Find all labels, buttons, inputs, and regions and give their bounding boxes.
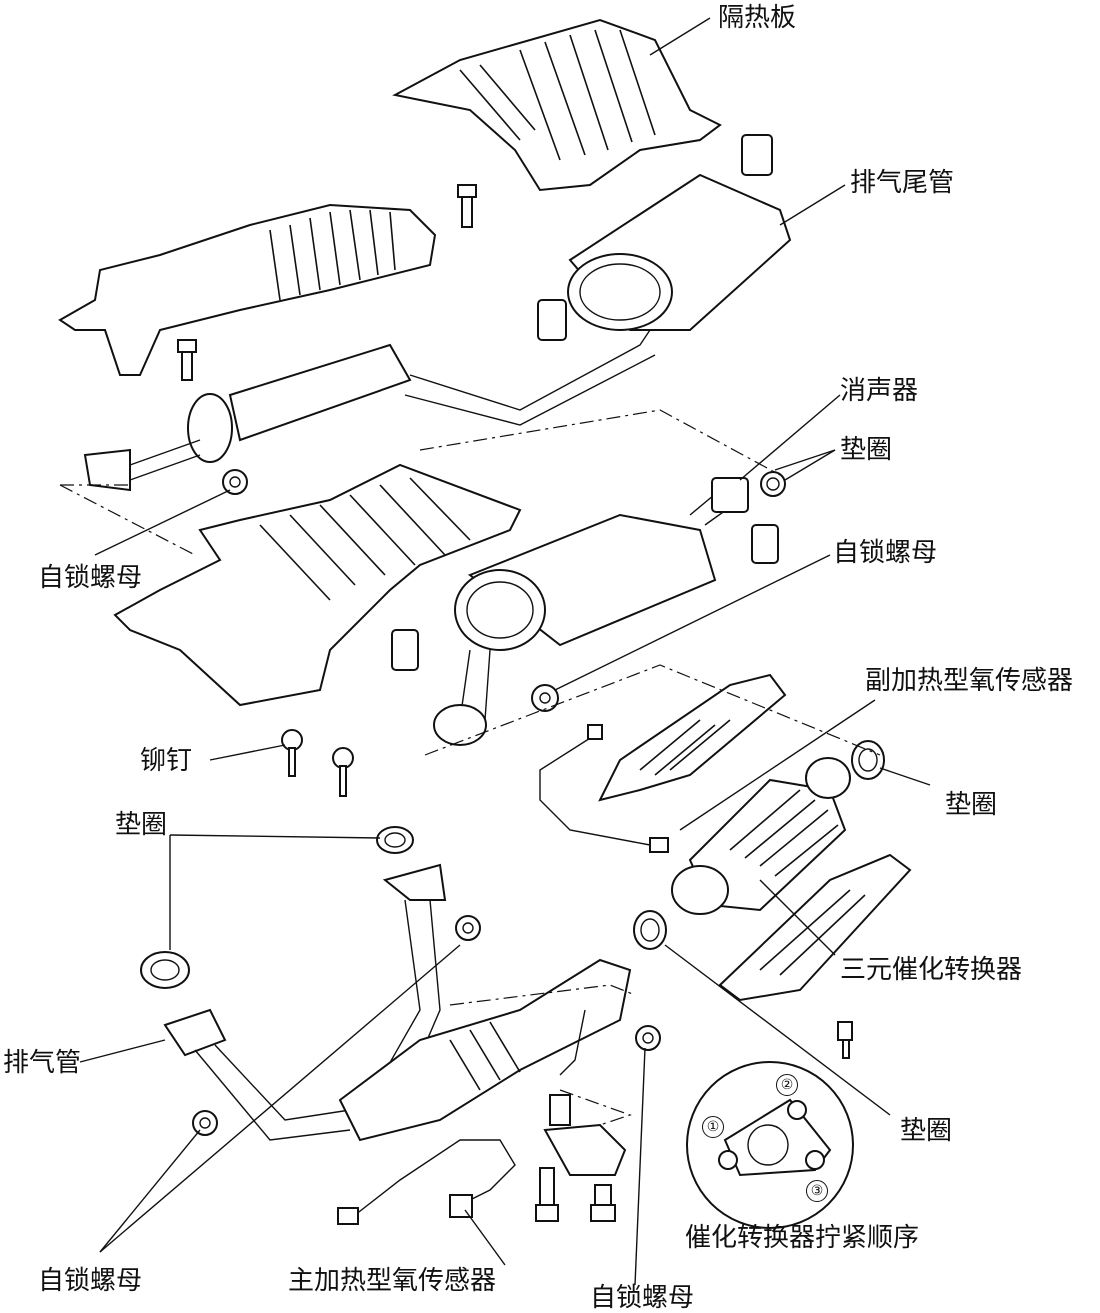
self-lock-nut-upper-left <box>222 469 248 495</box>
tightening-step-1: ① <box>702 1116 724 1138</box>
rivet-1 <box>281 729 303 777</box>
label-muffler: 消声器 <box>840 376 919 406</box>
label-self-lock-nut-left-upper: 自锁螺母 <box>38 563 143 593</box>
bolt-cat <box>837 1021 853 1059</box>
catalytic-heat-shield-bottom <box>718 853 912 1002</box>
gasket-left <box>140 951 190 989</box>
label-primary-o2-sensor: 主加热型氧传感器 <box>288 1266 497 1296</box>
bolt-front-shield <box>177 339 197 381</box>
tail-pipe-muffler <box>83 173 792 492</box>
self-lock-nut-pipe-left <box>192 1110 218 1136</box>
rubber-hanger-4 <box>391 629 419 671</box>
self-lock-nut-bottom-center <box>635 1025 661 1051</box>
exhaust-pipe-assembly <box>163 863 632 1142</box>
grouping-lines <box>59 409 881 1126</box>
gasket-right-mid <box>851 740 885 780</box>
gasket-upper <box>760 471 786 497</box>
label-gasket-upper: 垫圈 <box>840 435 893 465</box>
catalytic-converter <box>671 757 851 915</box>
label-exhaust-pipe: 排气管 <box>3 1048 82 1078</box>
muffler <box>433 477 749 746</box>
bolt-top <box>457 184 477 228</box>
gasket-right-lower <box>633 910 667 950</box>
label-tail-pipe: 排气尾管 <box>850 168 955 198</box>
label-gasket-right-mid: 垫圈 <box>945 790 998 820</box>
rubber-hanger-3 <box>751 524 779 564</box>
label-self-lock-nut-right-upper: 自锁螺母 <box>833 538 938 568</box>
label-heat-shield-top: 隔热板 <box>718 3 797 33</box>
catalytic-heat-shield-top <box>598 673 787 802</box>
self-lock-nut-mid <box>531 684 559 712</box>
front-heat-shield <box>58 203 437 376</box>
leader-lines <box>79 17 931 1286</box>
top-heat-shield <box>392 18 722 192</box>
primary-o2-sensor <box>337 1139 516 1225</box>
rivet-2 <box>332 747 354 797</box>
tightening-step-2: ② <box>776 1074 798 1096</box>
label-gasket-left-lower: 垫圈 <box>115 810 168 840</box>
secondary-o2-sensor <box>539 724 669 853</box>
label-tightening-order: 催化转换器拧紧顺序 <box>685 1223 920 1253</box>
rubber-hanger-1 <box>741 134 773 176</box>
label-catalytic-converter: 三元催化转换器 <box>840 955 1023 985</box>
label-self-lock-nut-bottom-center: 自锁螺母 <box>590 1283 695 1313</box>
label-self-lock-nut-bottom-left: 自锁螺母 <box>38 1266 143 1296</box>
bolt-bottom-2 <box>590 1184 616 1222</box>
floor-heat-shield <box>113 463 522 707</box>
bolt-bottom-1 <box>535 1167 559 1222</box>
label-secondary-o2-sensor: 副加热型氧传感器 <box>865 666 1074 696</box>
gasket-top-left <box>376 826 414 854</box>
tightening-step-3: ③ <box>806 1180 828 1202</box>
self-lock-nut-pipe-right <box>455 915 481 941</box>
label-gasket-right-lower: 垫圈 <box>900 1116 953 1146</box>
label-rivet: 铆钉 <box>140 746 193 776</box>
tightening-order-inset <box>686 1061 854 1229</box>
rubber-hanger-2 <box>537 299 567 341</box>
mounting-bracket <box>543 1094 627 1176</box>
